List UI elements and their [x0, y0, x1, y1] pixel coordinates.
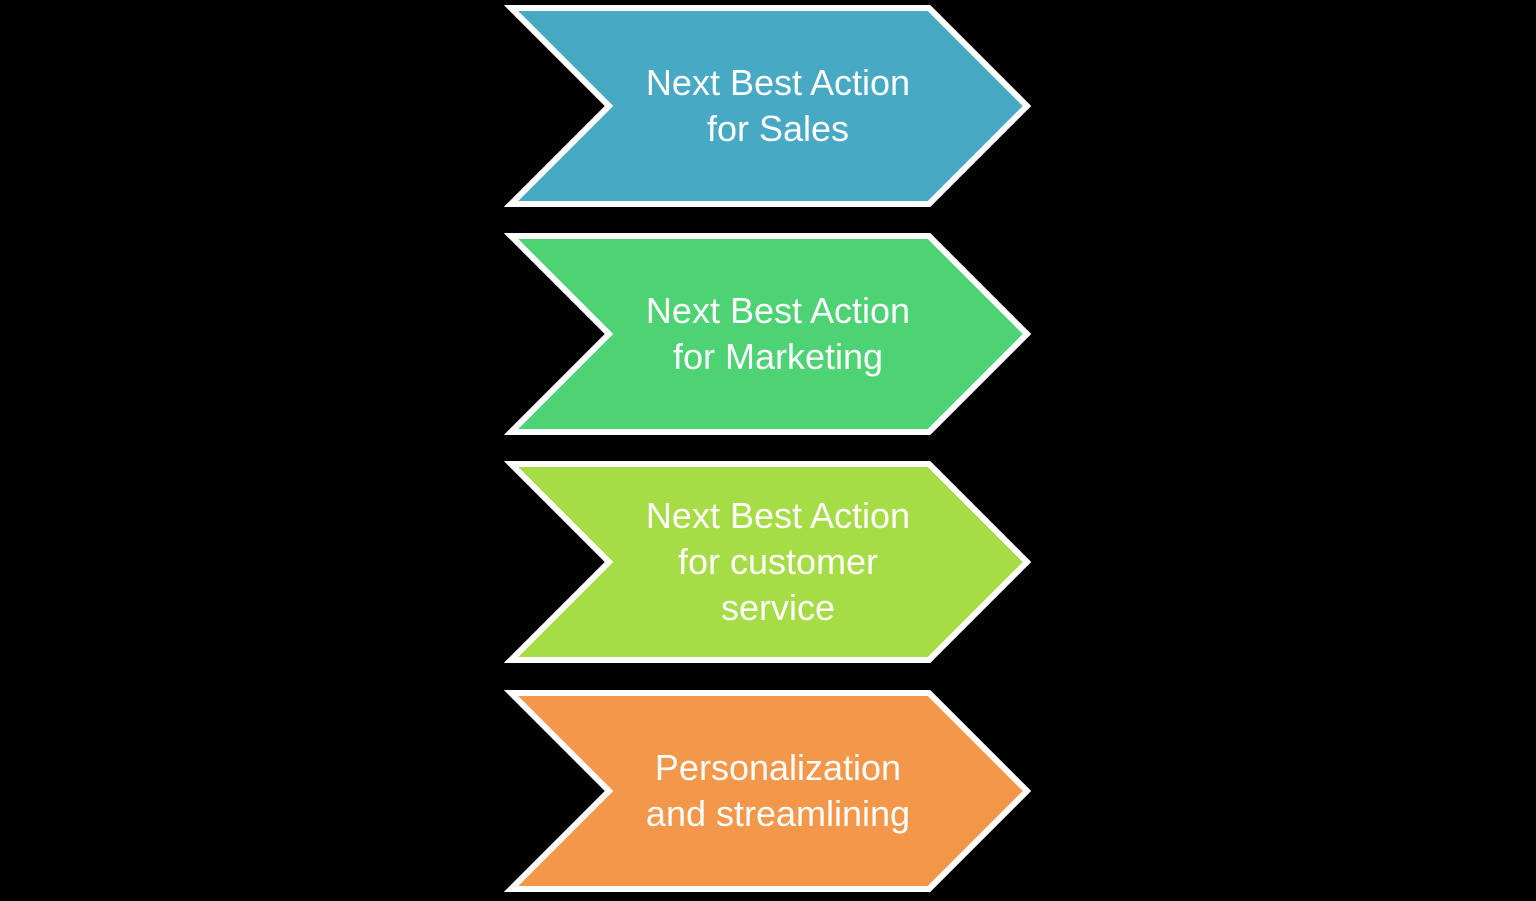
chevron-arrow-icon [503, 233, 1032, 435]
chevron-shape [503, 690, 1032, 892]
chevron-next-best-action-customer-service: Next Best Action for customer service [503, 459, 1032, 665]
chevron-next-best-action-sales: Next Best Action for Sales [503, 3, 1032, 209]
chevron-next-best-action-marketing: Next Best Action for Marketing [503, 231, 1032, 437]
chevron-shape [503, 461, 1032, 663]
chevron-shape [503, 5, 1032, 207]
chevron-shape [503, 233, 1032, 435]
chevron-arrow-icon [503, 690, 1032, 892]
chevron-arrow-icon [503, 5, 1032, 207]
chevron-arrow-icon [503, 461, 1032, 663]
chevron-personalization-streamlining: Personalization and streamlining [503, 688, 1032, 894]
